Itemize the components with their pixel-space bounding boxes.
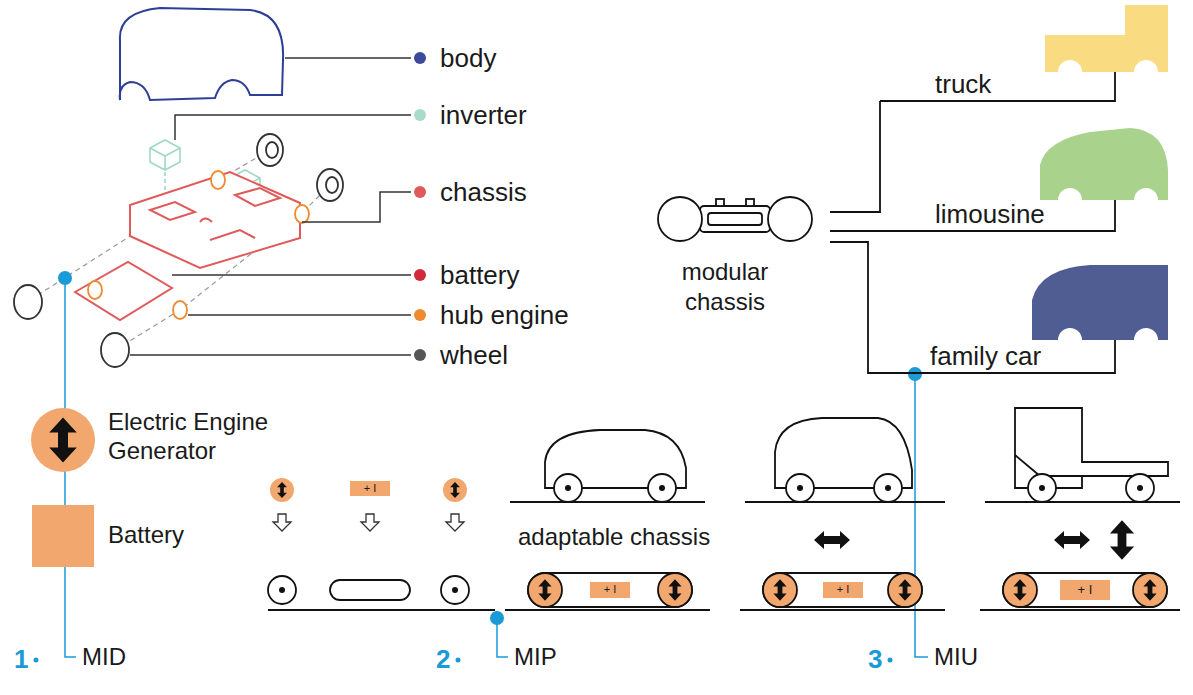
battery-sign: + I <box>604 583 617 596</box>
battery-sign: + I <box>1078 582 1093 598</box>
node-text: modular chassis <box>660 257 790 317</box>
callout-number: 1 <box>14 644 28 675</box>
concept-caption: adaptable chassis <box>518 523 710 552</box>
part-name: chassis <box>440 177 527 208</box>
callout-name: MIP <box>514 643 557 672</box>
battery-sign: + I <box>364 482 377 495</box>
body-variant: family car <box>880 340 1115 374</box>
node-text: limousine <box>935 198 1115 230</box>
part-name: battery <box>440 260 520 291</box>
body-variant: truck <box>880 68 1115 102</box>
symbol-caption: Battery <box>108 521 184 550</box>
body-variant: limousine <box>880 198 1115 232</box>
part-name: hub engine <box>440 300 569 331</box>
battery-sign: + I <box>837 583 850 596</box>
modular-chassis-block: modular chassis <box>620 195 830 317</box>
connector <box>830 230 880 232</box>
part-name: body <box>440 43 496 74</box>
connector <box>830 242 880 373</box>
part-name: inverter <box>440 100 527 131</box>
callout-lines <box>65 278 928 657</box>
node-text: family car <box>930 340 1115 372</box>
callout-number: 3 <box>868 644 882 675</box>
callout-name: MID <box>82 643 126 672</box>
node-text: truck <box>935 68 1115 100</box>
connector <box>830 101 880 212</box>
part-name: wheel <box>440 340 508 371</box>
exploded-car <box>14 8 426 367</box>
symbol-caption: Electric Engine Generator <box>108 408 318 466</box>
callout-number: 2 <box>436 644 450 675</box>
callout-name: MIU <box>934 643 978 672</box>
